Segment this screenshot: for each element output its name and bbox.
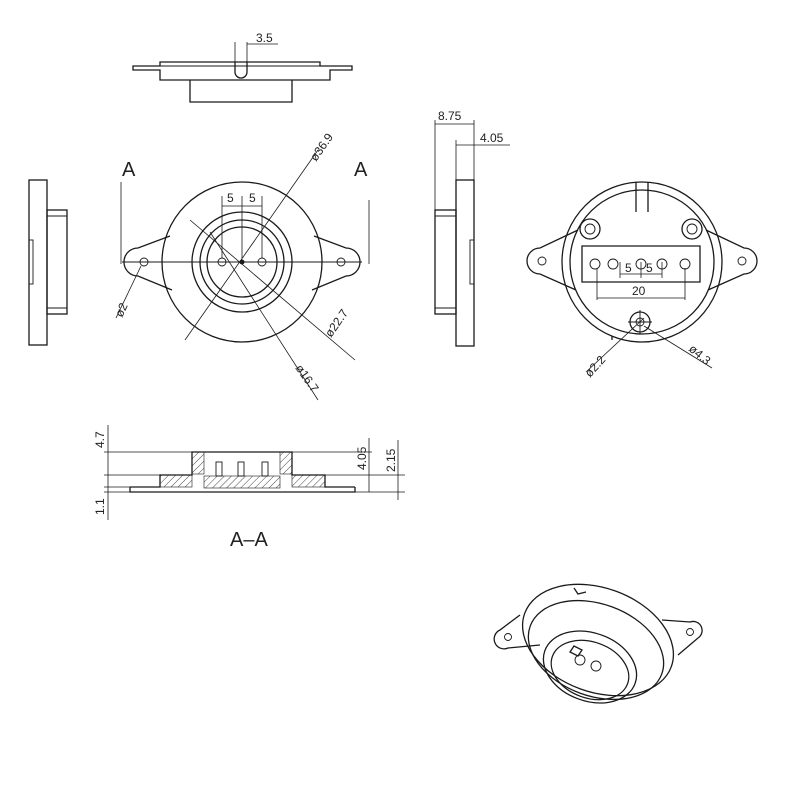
dim-mount-hole: ø2 [112,300,131,319]
section-mark-left: A [122,159,136,181]
front-view: A A 5 5 ø36.9 ø22.7 ø16.7 ø2 [112,130,370,401]
section-mark-right: A [354,159,368,181]
dim-inner-diameter: ø22.7 [322,306,351,339]
dim-section-height: 4.7 [93,431,107,448]
dim-back-boss: ø4.3 [686,342,714,368]
dim-total-thickness: 8.75 [438,109,462,123]
dim-pin-right: 5 [249,191,256,205]
dim-section-base: 1.1 [93,498,107,515]
dim-back-pin-right: 5 [646,261,653,275]
section-caption: A–A [230,529,268,551]
dim-section-flange: 2.15 [384,448,398,472]
dim-section-depth: 4.05 [355,446,369,470]
dim-socket-diameter: ø16.7 [293,362,322,395]
dim-back-small-hole: ø2.2 [582,353,609,380]
right-side-view: 8.75 4.05 [434,109,510,347]
dim-slot-width: 3.5 [256,31,273,45]
dim-back-pin-span: 20 [632,284,646,298]
left-side-view [28,179,68,346]
isometric-view [493,583,703,704]
top-view: 3.5 [132,31,353,103]
section-view: 4.7 1.1 4.05 2.15 A–A [93,425,405,551]
dim-flange-thickness: 4.05 [480,131,504,145]
dim-pin-left: 5 [227,191,234,205]
dim-back-pin-left: 5 [625,261,632,275]
back-view: 20 5 5 ø2.2 ø4.3 [526,181,758,380]
dim-outer-diameter: ø36.9 [307,130,336,163]
